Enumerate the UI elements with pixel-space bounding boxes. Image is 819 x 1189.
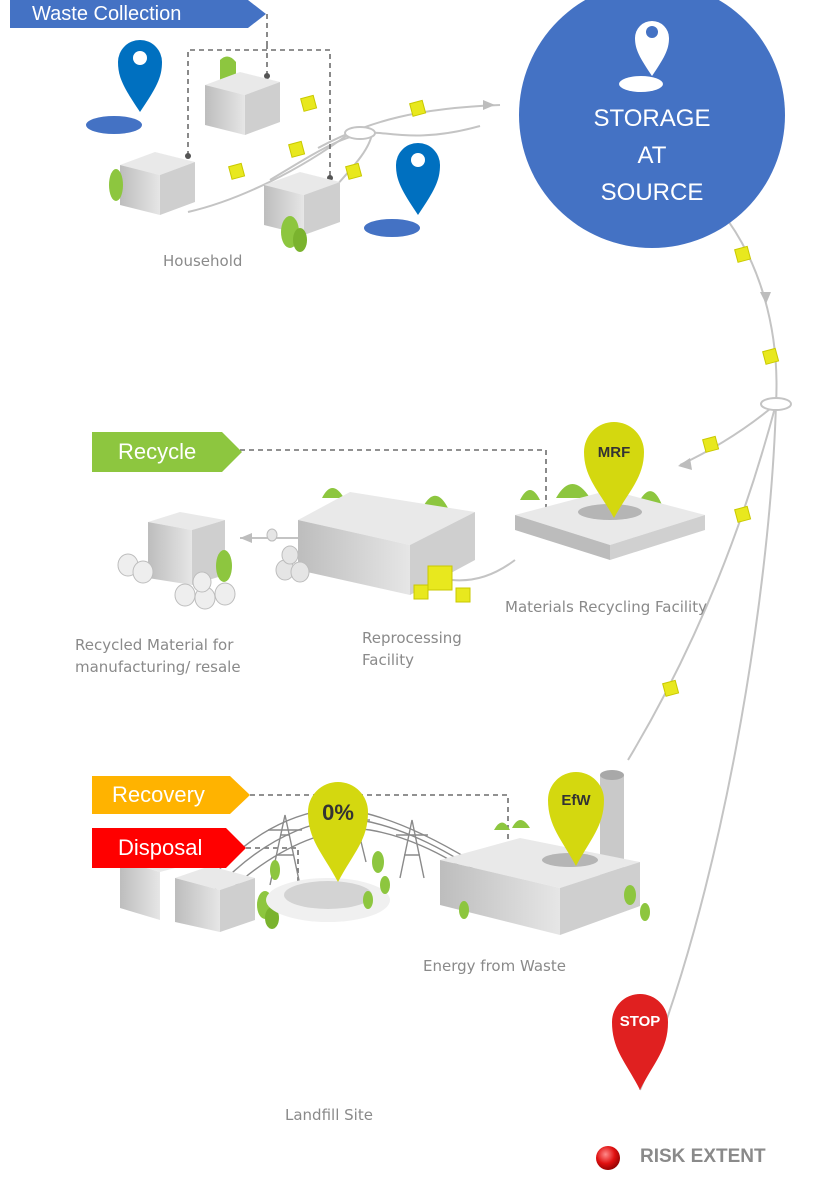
tag-waste-collection-label: Waste Collection [32,2,182,25]
storage-line-1: STORAGE [593,105,711,132]
junction-ring [760,397,792,411]
waste-cubes [228,94,780,697]
flow-arrow [483,100,495,110]
landfill-pin-label: 0% [322,800,354,825]
flow-arrow [240,533,252,543]
caption-recycled-material: Recycled Material for manufacturing/ res… [75,634,241,678]
tag-recycle-label: Recycle [118,439,197,464]
storage-at-source-label: STORAGE AT SOURCE [522,100,782,211]
mrf-pin-label: MRF [597,444,631,461]
caption-landfill-site: Landfill Site [285,1106,373,1124]
leader-lines [187,14,547,887]
caption-reprocessing-line-2: Facility [362,651,414,669]
location-pin-icon [86,40,162,134]
tag-recycle: Recycle [92,432,222,472]
landfill-pin [308,782,368,882]
stop-pin [612,994,668,1090]
tag-recovery-label: Recovery [112,782,205,807]
location-pin-icon [619,21,669,92]
storage-line-3: SOURCE [600,179,704,206]
efw-pin-label: EfW [561,792,591,809]
storage-circle [519,0,785,248]
recovery-buildings [120,848,279,932]
recycled-material-building [117,512,236,610]
location-pin-icon [364,143,440,237]
tag-arrow-disposal [92,828,246,868]
tag-waste-collection: Waste Collection [10,0,248,28]
tag-arrow-recovery [92,776,250,814]
flow-path [187,104,778,1091]
flow-arrow [760,292,771,304]
energy-from-waste-plant [440,770,650,935]
tag-recovery: Recovery [92,776,230,814]
materials-recycling-facility [515,484,705,560]
caption-materials-recycling-facility: Materials Recycling Facility [505,598,707,616]
reprocessing-facility [266,488,475,603]
efw-pin [548,772,604,866]
flow-arrow [678,458,692,470]
junction-ring [344,126,376,140]
landfill-site [266,851,390,922]
caption-household: Household [163,252,243,270]
tag-arrow-recycle [92,432,242,472]
tag-arrow-waste-collection [10,0,266,28]
caption-energy-from-waste: Energy from Waste [423,957,566,975]
tag-disposal: Disposal [92,828,226,868]
caption-reprocessing-line-1: Reprocessing [362,629,462,647]
stop-pin-label: STOP [619,1013,661,1030]
caption-reprocessing-facility: Reprocessing Facility [362,627,462,671]
caption-recycled-line-1: Recycled Material for [75,636,234,654]
storage-line-2: AT [637,142,667,169]
mrf-pin [584,422,644,518]
caption-recycled-line-2: manufacturing/ resale [75,658,241,676]
tag-disposal-label: Disposal [118,835,203,860]
legend-risk-extent-label: RISK EXTENT [640,1146,766,1167]
risk-extent-icon [596,1146,620,1170]
household-buildings [109,56,340,252]
